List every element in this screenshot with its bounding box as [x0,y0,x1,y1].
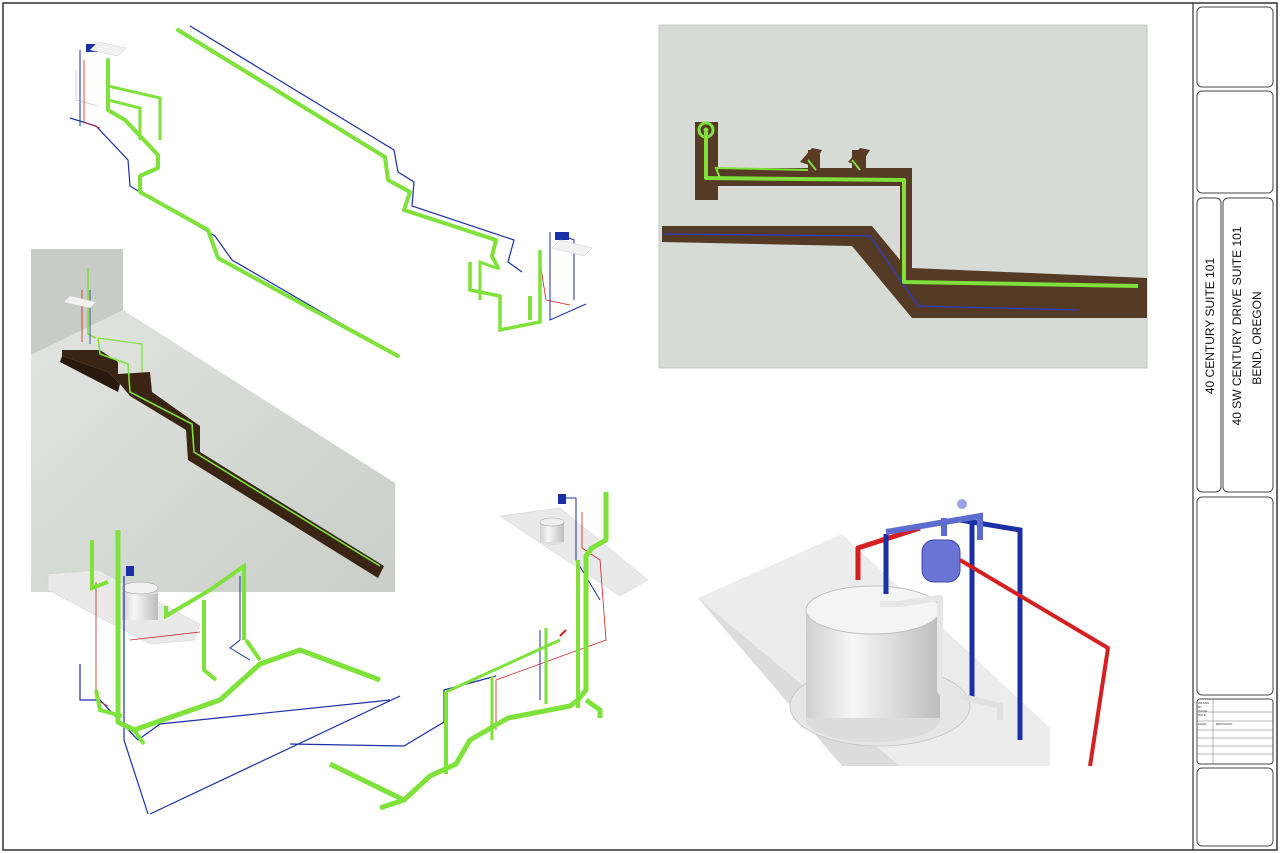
title-block [1196,6,1274,847]
address-line-text: 40 SW CENTURY DRIVE SUITE 101 [1230,226,1244,426]
project-name-text: 40 CENTURY SUITE 101 [1203,257,1217,395]
view-perspective-trench [31,249,395,592]
view-isometric-overall [69,25,593,358]
mark-label: MARK [1198,722,1207,726]
view-plan-trench [658,24,1148,369]
revision-table-grid [1197,699,1273,764]
revisions-label: REVISIONS [1216,722,1233,726]
view-isometric-riser-left [47,530,401,815]
view-water-heater-detail [698,499,1110,767]
city-line-text: BEND, OREGON [1250,291,1264,385]
issue-date-label: ISSUE DATE [1198,709,1208,717]
view-isometric-riser-right [289,492,649,811]
drawn-by-label: DRAWN BY [1198,701,1210,709]
